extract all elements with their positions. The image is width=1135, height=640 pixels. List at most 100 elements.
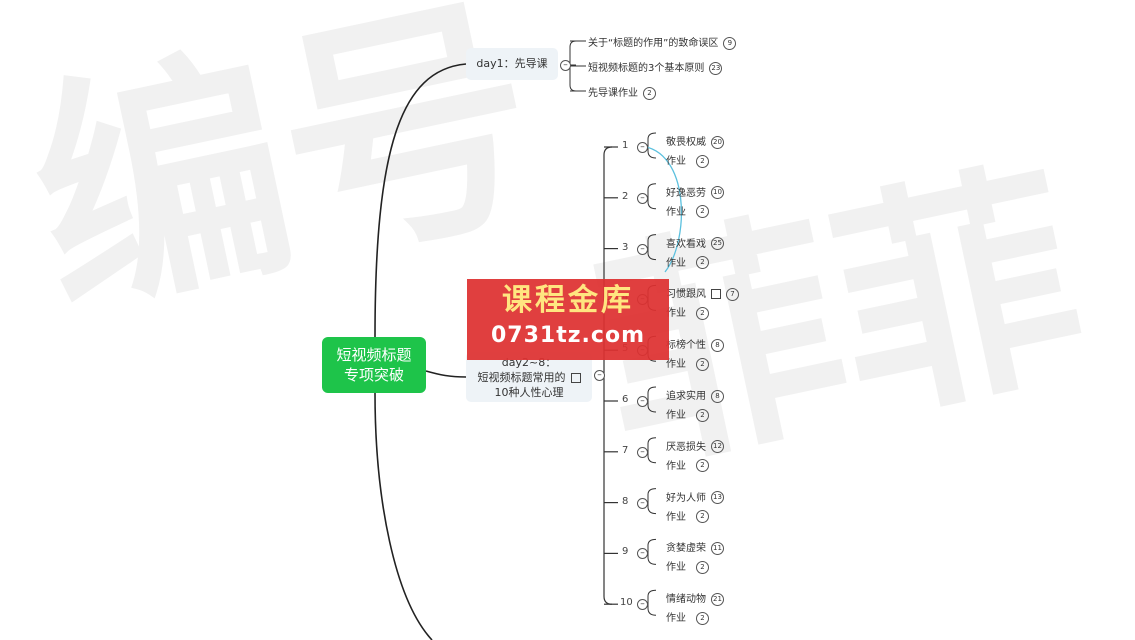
homework-item[interactable]: 作业 2 bbox=[666, 457, 709, 473]
day1-child-label: 关于“标题的作用”的致命误区 bbox=[588, 38, 719, 49]
sub-bracket bbox=[647, 183, 657, 210]
promo-title: 课程金库 bbox=[502, 283, 634, 318]
homework-item[interactable]: 作业 2 bbox=[666, 254, 709, 270]
homework-label: 作业 bbox=[666, 308, 686, 320]
sub-bracket bbox=[647, 589, 657, 616]
homework-label: 作业 bbox=[666, 460, 686, 472]
homework-label: 作业 bbox=[666, 257, 686, 269]
comment-count-badge: 9 bbox=[723, 36, 737, 50]
homework-item[interactable]: 作业 2 bbox=[666, 508, 709, 524]
day1-child-item[interactable]: 关于“标题的作用”的致命误区 9 bbox=[588, 34, 737, 50]
promo-url: 0731tz.com bbox=[491, 323, 645, 348]
comment-count-badge: 21 bbox=[711, 592, 724, 606]
topic-label: 好逸恶劳 bbox=[666, 187, 706, 199]
homework-item[interactable]: 作业 2 bbox=[666, 609, 709, 625]
sub-bracket bbox=[647, 132, 657, 159]
topic-label: 习惯跟风 bbox=[666, 289, 706, 301]
root-line2: 专项突破 bbox=[343, 366, 404, 384]
relation-arc bbox=[639, 145, 683, 273]
comment-count-badge: 2 bbox=[696, 357, 709, 371]
comment-count-badge: 2 bbox=[696, 154, 709, 168]
homework-label: 作业 bbox=[666, 613, 686, 625]
topic-label: 追求实用 bbox=[666, 391, 706, 402]
comment-count-badge: 2 bbox=[696, 611, 709, 625]
comment-count-badge: 12 bbox=[711, 440, 724, 454]
comment-count-badge: 2 bbox=[696, 205, 709, 219]
homework-label: 作业 bbox=[666, 511, 686, 523]
sub-bracket bbox=[647, 386, 657, 413]
topic-item[interactable]: 喜欢看戏 25 bbox=[666, 235, 724, 251]
day1-child-label: 先导课作业 bbox=[588, 88, 638, 99]
day1-child-label: 短视频标题的3个基本原则 bbox=[588, 63, 705, 74]
note-icon[interactable] bbox=[570, 372, 581, 383]
item-number[interactable]: 1 bbox=[622, 140, 629, 151]
comment-count-badge: 2 bbox=[696, 256, 709, 270]
collapse-toggle-icon[interactable]: – bbox=[637, 243, 648, 255]
day1-child-item[interactable]: 短视频标题的3个基本原则 23 bbox=[588, 59, 723, 75]
note-icon[interactable] bbox=[711, 289, 721, 300]
root-to-day1-line bbox=[374, 63, 467, 338]
topic-label: 标榜个性 bbox=[666, 340, 706, 352]
comment-count-badge: 13 bbox=[711, 491, 724, 505]
item-number[interactable]: 7 bbox=[622, 444, 629, 456]
item-number[interactable]: 3 bbox=[622, 241, 629, 253]
homework-item[interactable]: 作业 2 bbox=[666, 355, 709, 371]
comment-count-badge: 10 bbox=[711, 186, 724, 200]
homework-item[interactable]: 作业 2 bbox=[666, 152, 709, 168]
topic-label: 贪婪虚荣 bbox=[666, 543, 706, 555]
topic-item[interactable]: 情绪动物 21 bbox=[666, 590, 724, 606]
comment-count-badge: 2 bbox=[696, 510, 709, 524]
sub-bracket bbox=[647, 437, 657, 464]
comment-count-badge: 25 bbox=[711, 237, 724, 251]
root-line1: 短视频标题 bbox=[336, 346, 412, 364]
collapse-toggle-icon[interactable]: – bbox=[637, 142, 648, 153]
collapse-toggle-icon[interactable]: – bbox=[637, 599, 648, 611]
comment-count-badge: 8 bbox=[711, 389, 724, 403]
homework-label: 作业 bbox=[666, 562, 686, 574]
collapse-toggle-icon[interactable]: – bbox=[637, 192, 648, 204]
topic-label: 喜欢看戏 bbox=[666, 238, 706, 250]
day1-child-ties bbox=[570, 40, 586, 92]
item-number[interactable]: 6 bbox=[622, 394, 629, 405]
topic-item[interactable]: 好逸恶劳 10 bbox=[666, 184, 724, 200]
root-to-day2-line bbox=[425, 370, 467, 378]
topic-item[interactable]: 追求实用 8 bbox=[666, 387, 724, 403]
collapse-toggle-icon[interactable]: – bbox=[637, 446, 648, 458]
homework-label: 作业 bbox=[666, 359, 686, 371]
collapse-toggle-icon[interactable]: – bbox=[637, 497, 648, 509]
branch2-line2: 短视频标题常用的 bbox=[477, 370, 566, 384]
topic-label: 情绪动物 bbox=[666, 594, 706, 606]
homework-label: 作业 bbox=[666, 156, 686, 167]
root-node[interactable]: 短视频标题 专项突破 bbox=[322, 337, 426, 393]
comment-count-badge: 2 bbox=[696, 459, 709, 473]
item-number[interactable]: 8 bbox=[622, 495, 629, 507]
item-number[interactable]: 10 bbox=[620, 597, 633, 609]
item-number[interactable]: 2 bbox=[622, 190, 629, 202]
collapse-toggle-icon[interactable]: – bbox=[560, 60, 571, 71]
branch-day1[interactable]: day1：先导课 bbox=[466, 48, 558, 80]
sub-bracket bbox=[647, 538, 657, 565]
branch-day2-8[interactable]: day2~8： 短视频标题常用的 10种人性心理 bbox=[466, 352, 592, 402]
collapse-toggle-icon[interactable]: – bbox=[594, 370, 605, 381]
sub-bracket bbox=[647, 234, 657, 261]
branch2-line2-row: 短视频标题常用的 bbox=[466, 370, 592, 385]
item-number[interactable]: 9 bbox=[622, 546, 629, 558]
sub-bracket bbox=[647, 488, 657, 515]
collapse-toggle-icon[interactable]: – bbox=[637, 548, 648, 560]
comment-count-badge: 23 bbox=[709, 61, 723, 75]
homework-label: 作业 bbox=[666, 410, 686, 421]
collapse-toggle-icon[interactable]: – bbox=[637, 396, 648, 407]
topic-label: 敬畏权威 bbox=[666, 137, 706, 148]
